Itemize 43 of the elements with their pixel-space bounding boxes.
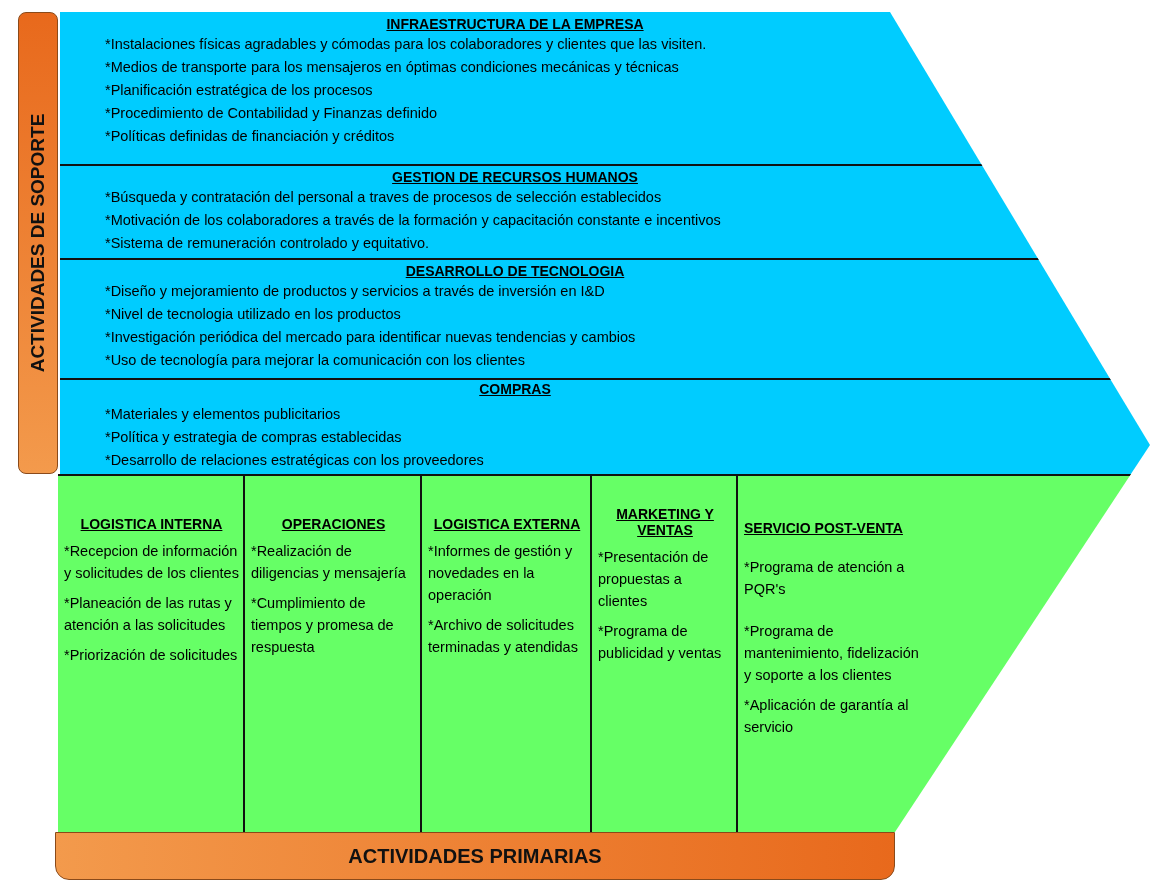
activity-banner: ACTIVIDADES PRIMARIAS [55,832,895,880]
support-activity-band [60,380,1150,474]
activity-item: *Investigación periódica del mercado para identificar nuevas tendencias y cambios [105,328,637,347]
activity-item: *Política y estrategia de compras establecidas [105,428,403,447]
activity-item: *Nivel de tecnologia utilizado en los productos [105,305,402,324]
primary-activity-column [590,474,736,832]
activity-item: *Motivación de los colaboradores a través de la formación y capacitación constante e incentivos [105,211,722,230]
activity-item: *Realización de diligencias y mensajería [251,542,407,583]
activity-item: *Priorización de solicitudes [64,646,239,665]
column-heading: LOGISTICA EXTERNA [432,516,582,532]
column-heading: SERVICIO POST-VENTA [744,520,904,536]
activity-item: *Uso de tecnología para mejorar la comunicación con los clientes [105,351,526,370]
activity-item: *Búsqueda y contratación del personal a traves de procesos de selección establecidos [105,188,663,207]
activity-item: *Instalaciones físicas agradables y cómodas para los colaboradores y clientes que las visiten. [105,35,708,54]
primary-activity-column [58,474,243,832]
activity-item: *Medios de transporte para los mensajeros en óptimas condiciones mecánicas y técnicas [105,58,680,77]
activity-item: *Presentación de propuestas a clientes [598,548,710,611]
section-heading: GESTION DE RECURSOS HUMANOS [391,169,639,185]
activity-item: *Políticas definidas de financiación y créditos [105,127,396,146]
section-heading: DESARROLLO DE TECNOLOGIA [404,263,626,279]
activity-item: *Programa de atención a PQR's [744,558,906,599]
primary-activity-column [420,474,590,832]
activity-item: *Materiales y elementos publicitarios [105,405,342,424]
activity-item: *Desarrollo de relaciones estratégicas con los proveedores [105,451,485,470]
section-heading: COMPRAS [478,381,552,397]
activity-item: *Procedimiento de Contabilidad y Finanzas definido [105,104,439,123]
activity-item: *Informes de gestión y novedades en la operación [428,542,574,605]
section-heading: INFRAESTRUCTURA DE LA EMPRESA [385,16,645,32]
activity-item: *Programa de publicidad y ventas [598,622,723,663]
activity-item: *Aplicación de garantía al servicio [744,696,910,737]
primary-activity-column [243,474,420,832]
activity-item: *Sistema de remuneración controlado y equitativo. [105,234,430,253]
column-heading: MARKETING Y VENTAS [615,506,715,538]
activity-item: *Diseño y mejoramiento de productos y servicios a través de inversión en I&D [105,282,606,301]
activity-item: *Planeación de las rutas y atención a las solicitudes [64,594,233,635]
column-heading: OPERACIONES [280,516,387,532]
activity-item: *Programa de mantenimiento, fidelización y soporte a los clientes [744,622,920,685]
activity-item: *Recepcion de información y solicitudes de los clientes [64,542,239,583]
activity-item: *Planificación estratégica de los procesos [105,81,374,100]
activity-banner: ACTIVIDADES DE SOPORTE [18,12,58,474]
activity-item: *Cumplimiento de tiempos y promesa de respuesta [251,594,395,657]
column-heading: LOGISTICA INTERNA [79,516,224,532]
activity-item: *Archivo de solicitudes terminadas y atendidas [428,616,579,657]
